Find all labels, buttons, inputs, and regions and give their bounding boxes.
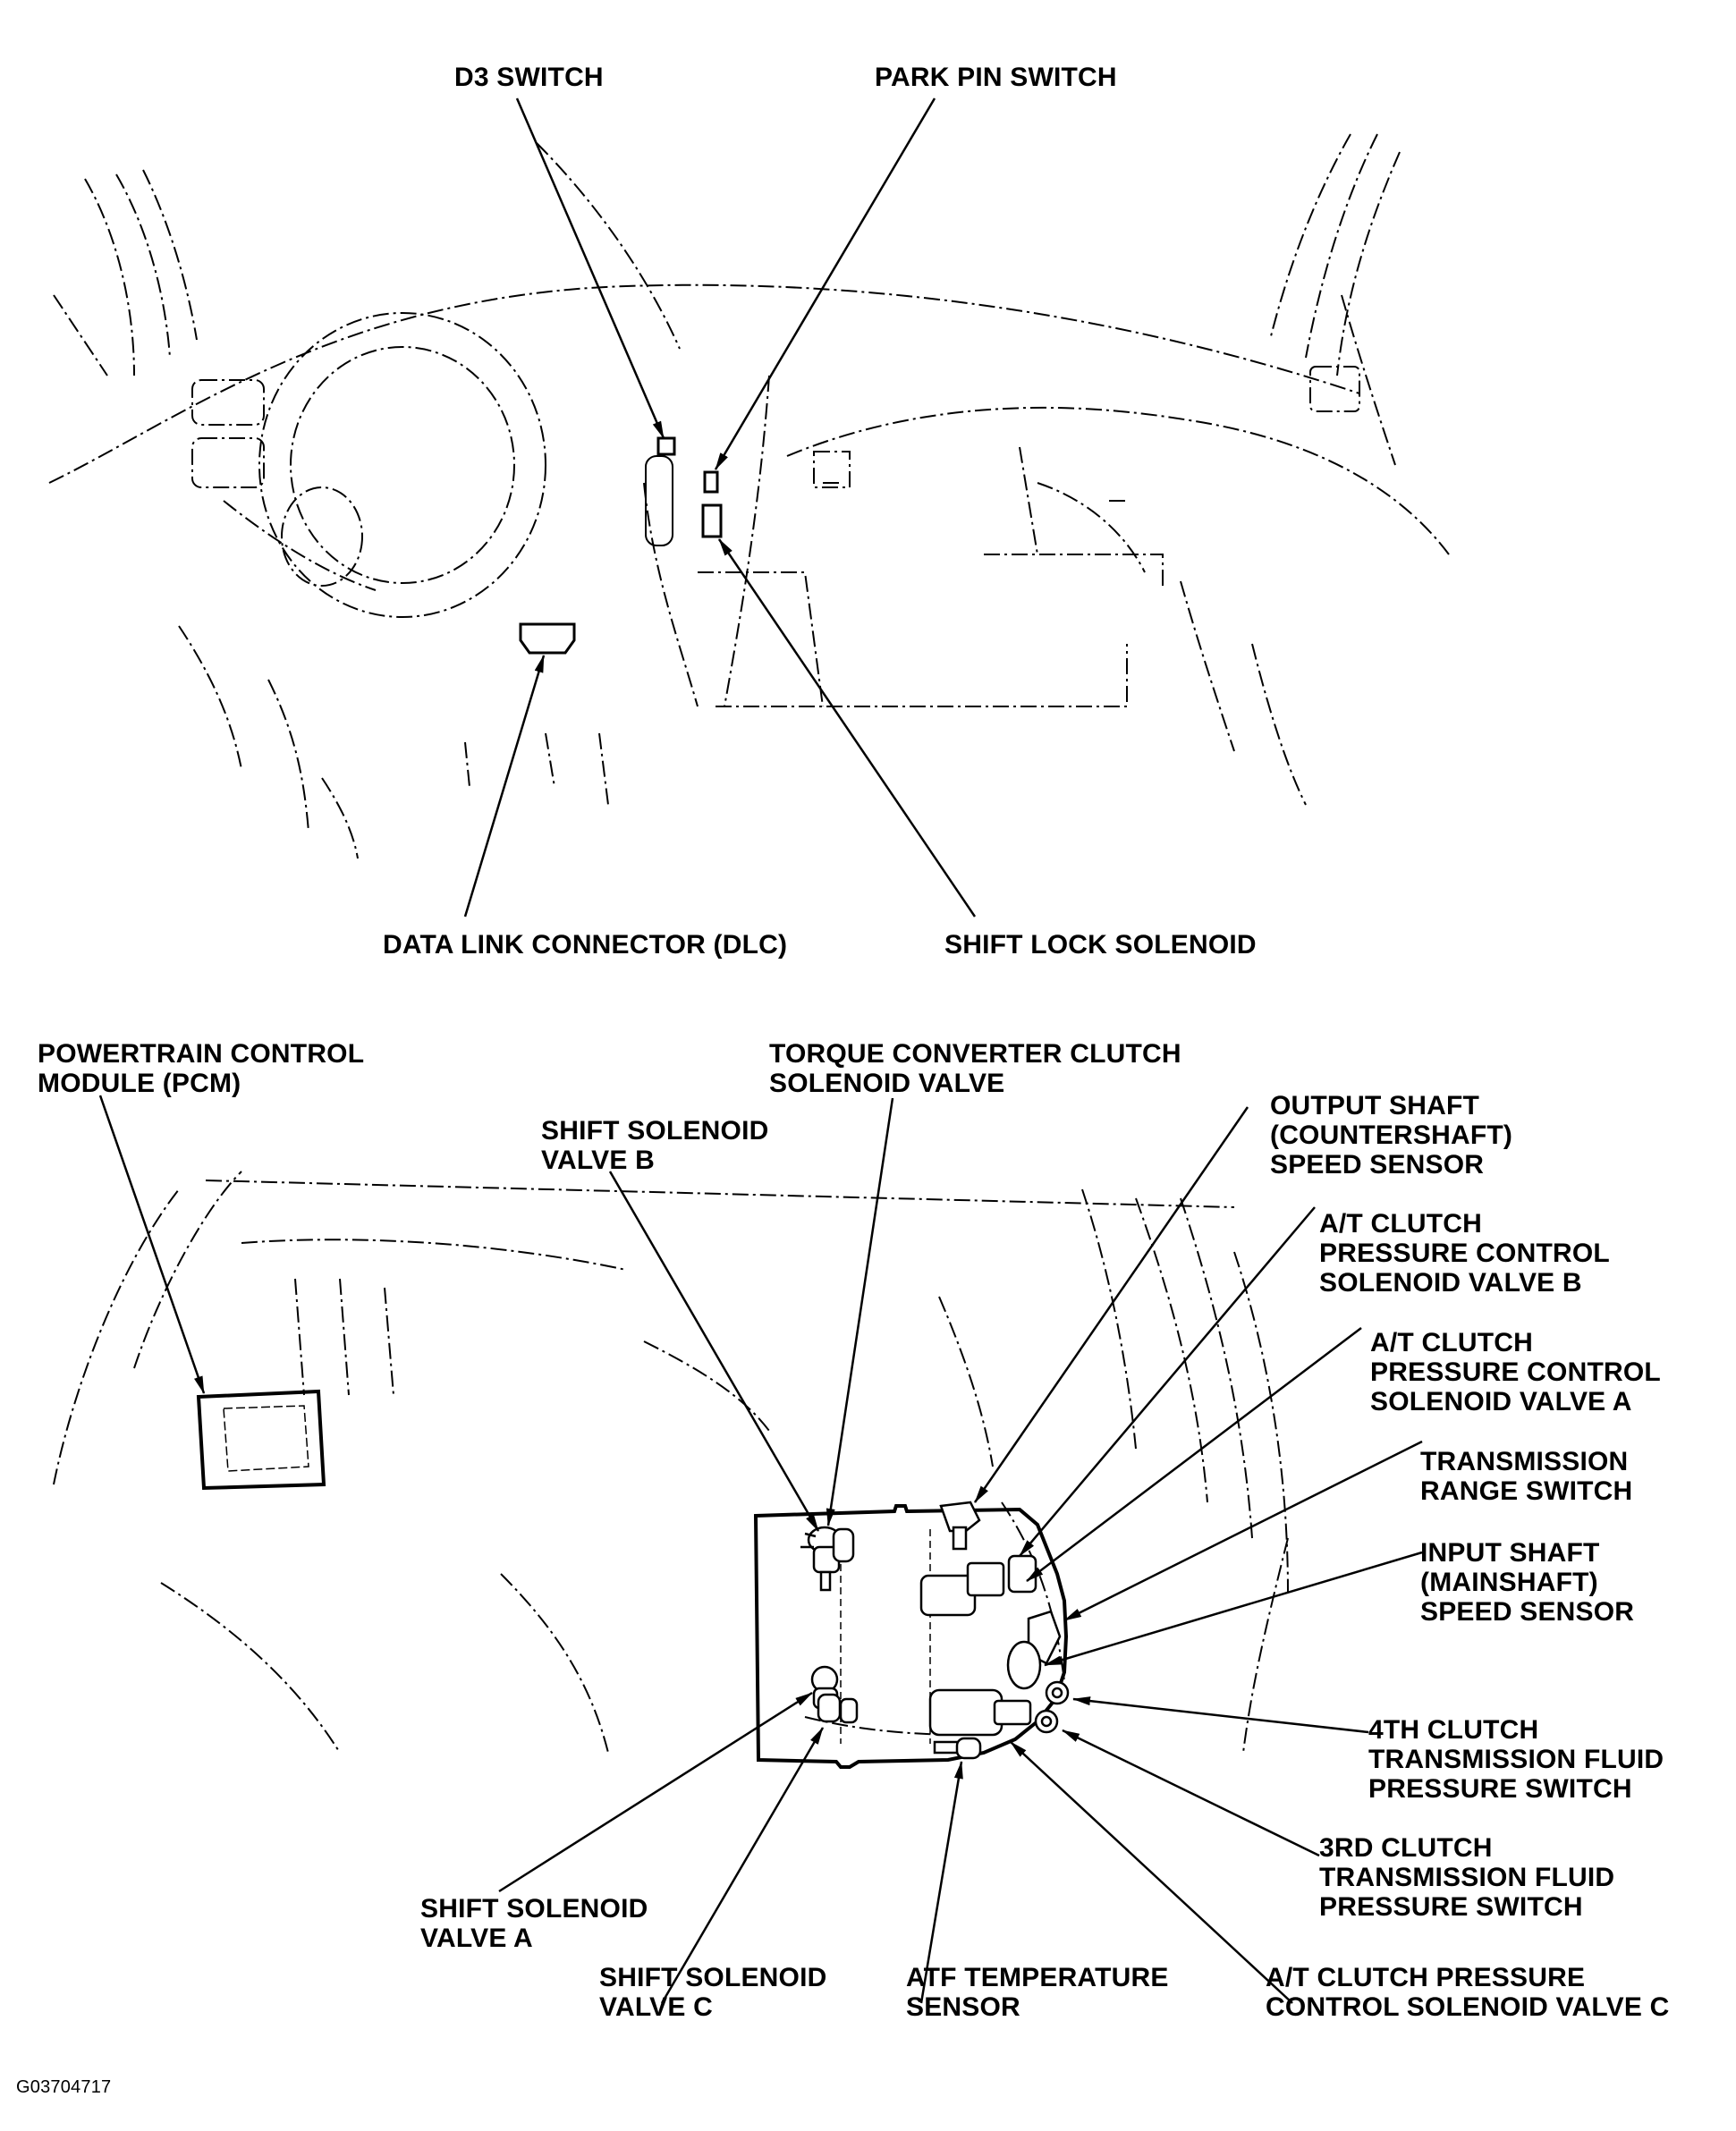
atf-temp-sensor-part xyxy=(935,1738,980,1758)
label-clutch4-switch: 4TH CLUTCH TRANSMISSION FLUID PRESSURE S… xyxy=(1368,1715,1664,1804)
figure-id: G03704717 xyxy=(16,2077,112,2097)
input-shaft-sensor-part xyxy=(1008,1642,1040,1688)
label-park-pin-switch: PARK PIN SWITCH xyxy=(875,63,1117,92)
engine-bay-illustration xyxy=(54,1171,1288,1753)
bottom-leader-lines xyxy=(100,1095,1422,2003)
clutch4-switch-part xyxy=(1046,1682,1068,1704)
dlc-connector xyxy=(521,624,574,653)
label-input-shaft-sensor: INPUT SHAFT (MAINSHAFT) SPEED SENSOR xyxy=(1420,1538,1635,1627)
label-d3-switch: D3 SWITCH xyxy=(454,63,604,92)
tcc-solenoid-part xyxy=(834,1529,853,1561)
clutch3-switch-part xyxy=(1036,1711,1057,1732)
atc-pc-solenoid-a-part xyxy=(1009,1556,1036,1592)
shift-solenoid-c-part xyxy=(818,1695,857,1722)
label-shift-lock-solenoid: SHIFT LOCK SOLENOID xyxy=(944,930,1257,960)
label-output-shaft-sensor: OUTPUT SHAFT (COUNTERSHAFT) SPEED SENSOR xyxy=(1270,1091,1513,1180)
label-tcc-solenoid: TORQUE CONVERTER CLUTCH SOLENOID VALVE xyxy=(769,1039,1181,1098)
label-shift-solenoid-b: SHIFT SOLENOID VALVE B xyxy=(541,1116,769,1175)
d3-switch-component xyxy=(658,438,674,454)
label-shift-solenoid-a: SHIFT SOLENOID VALVE A xyxy=(420,1894,648,1953)
dashboard-illustration xyxy=(49,134,1449,858)
atc-pc-solenoid-b-part xyxy=(921,1563,1003,1615)
label-pcm: POWERTRAIN CONTROL MODULE (PCM) xyxy=(38,1039,365,1098)
output-shaft-sensor-part xyxy=(941,1502,979,1549)
pcm-module xyxy=(199,1391,324,1488)
shift-lever-housing xyxy=(646,456,673,545)
label-atc-pc-solenoid-a: A/T CLUTCH PRESSURE CONTROL SOLENOID VAL… xyxy=(1370,1328,1661,1416)
transmission-components xyxy=(800,1502,1068,1758)
label-clutch3-switch: 3RD CLUTCH TRANSMISSION FLUID PRESSURE S… xyxy=(1319,1833,1615,1922)
label-dlc: DATA LINK CONNECTOR (DLC) xyxy=(383,930,788,960)
label-atc-pc-solenoid-c: A/T CLUTCH PRESSURE CONTROL SOLENOID VAL… xyxy=(1266,1963,1670,2022)
label-atf-temp-sensor: ATF TEMPERATURE SENSOR xyxy=(906,1963,1169,2022)
label-range-switch: TRANSMISSION RANGE SWITCH xyxy=(1420,1447,1633,1506)
top-leader-lines xyxy=(465,98,975,917)
atc-pc-solenoid-c-part xyxy=(930,1690,1030,1735)
shift-lock-solenoid-component xyxy=(703,505,721,537)
label-atc-pc-solenoid-b: A/T CLUTCH PRESSURE CONTROL SOLENOID VAL… xyxy=(1319,1209,1610,1298)
label-shift-solenoid-c: SHIFT SOLENOID VALVE C xyxy=(599,1963,827,2022)
transmission-body xyxy=(756,1506,1066,1767)
park-pin-switch-component xyxy=(705,472,717,492)
